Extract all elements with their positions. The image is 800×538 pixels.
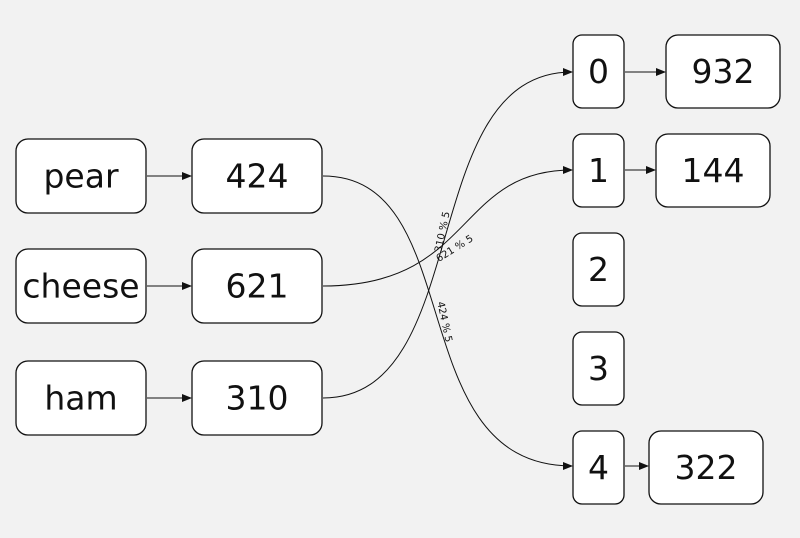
bucket-label-3: 3: [588, 349, 609, 388]
bucket-node-3: 3: [572, 331, 625, 406]
entry-column: 932 144 322: [648, 34, 781, 505]
bucket-node-4: 4: [572, 430, 625, 505]
hash-label-310: 310: [226, 379, 289, 418]
key-column: pear cheese ham: [15, 138, 147, 436]
edge-621-to-bucket-1: [322, 166, 573, 287]
key-node-pear: pear: [15, 138, 147, 214]
bucket-node-2: 2: [572, 232, 625, 307]
bucket-node-1: 1: [572, 133, 625, 208]
edge-310-to-bucket-0: [322, 68, 573, 399]
hash-label-621: 621: [226, 267, 289, 306]
bucket-column: 0 1 2 3 4: [572, 34, 625, 505]
key-node-cheese: cheese: [15, 248, 147, 324]
entry-label-322: 322: [675, 448, 738, 487]
edge-424-to-bucket-4: [322, 175, 573, 470]
key-label-pear: pear: [43, 157, 118, 196]
entry-label-932: 932: [692, 52, 755, 91]
entry-node-144: 144: [655, 133, 771, 208]
bucket-label-0: 0: [588, 52, 609, 91]
edge-label-424: 424 % 5: [434, 301, 453, 344]
key-label-cheese: cheese: [22, 267, 139, 306]
edge-labels: 310 % 5 621 % 5 424 % 5: [433, 211, 475, 344]
bucket-label-1: 1: [588, 151, 609, 190]
key-node-ham: ham: [15, 360, 147, 436]
key-label-ham: ham: [44, 379, 117, 418]
hash-node-424: 424: [191, 138, 323, 214]
bucket-node-0: 0: [572, 34, 625, 109]
bucket-label-4: 4: [588, 448, 609, 487]
hash-column: 424 621 310: [191, 138, 323, 436]
hash-label-424: 424: [226, 157, 289, 196]
edges: [147, 68, 666, 470]
entry-label-144: 144: [682, 151, 745, 190]
hash-node-310: 310: [191, 360, 323, 436]
hash-node-621: 621: [191, 248, 323, 324]
bucket-label-2: 2: [588, 250, 609, 289]
entry-node-322: 322: [648, 430, 764, 505]
entry-node-932: 932: [665, 34, 781, 109]
